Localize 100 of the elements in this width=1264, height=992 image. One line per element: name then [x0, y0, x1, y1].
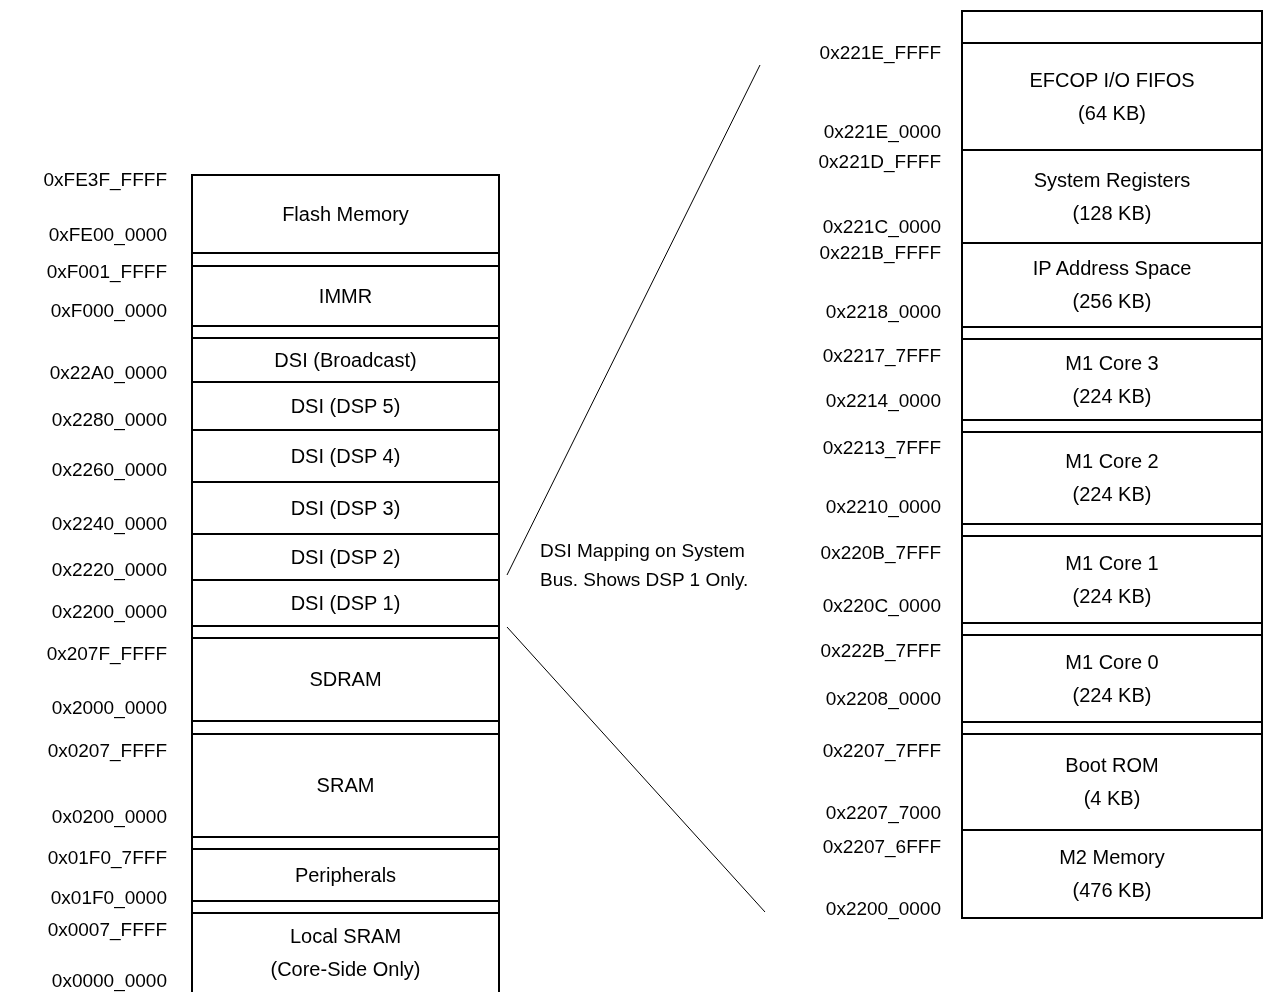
region-name: M1 Core 0 [1065, 649, 1159, 675]
region-name: M1 Core 2 [1065, 449, 1159, 474]
address-label: 0x0007_FFFF [47, 919, 167, 941]
memory-region [961, 535, 1263, 624]
memory-region [191, 637, 500, 722]
reserved-band [191, 625, 500, 639]
memory-region [961, 242, 1263, 328]
memory-region [961, 149, 1263, 244]
address-label: 0x222B_7FFF [820, 640, 941, 662]
address-label: 0x2220_0000 [51, 559, 167, 581]
memory-region [961, 634, 1263, 723]
address-label: 0x2200_0000 [51, 601, 167, 623]
address-label: 0x2210_0000 [825, 496, 941, 518]
reserved-band [961, 721, 1263, 735]
region-name: Peripherals [294, 862, 397, 888]
address-label: 0x2260_0000 [51, 459, 167, 481]
address-label: 0x220C_0000 [822, 595, 941, 617]
address-label: 0x2207_7FFF [822, 740, 941, 762]
memory-region [191, 265, 500, 327]
memory-region [191, 174, 500, 254]
region-name: Flash Memory [282, 201, 409, 227]
address-label: 0x220B_7FFF [820, 542, 941, 564]
memory-region [191, 912, 500, 992]
address-label: 0xFE3F_FFFF [43, 169, 167, 191]
address-label: 0x0000_0000 [51, 970, 167, 992]
region-size: (224 KB) [1072, 383, 1152, 409]
memory-region [191, 381, 500, 431]
memory-region [961, 733, 1263, 831]
region-name: M1 Core 3 [1065, 350, 1159, 376]
address-label: 0x2214_0000 [825, 390, 941, 412]
reserved-band [961, 419, 1263, 433]
address-label: 0x0200_0000 [51, 806, 167, 828]
address-label: 0x2218_0000 [825, 301, 941, 323]
region-size: (4 KB) [1083, 786, 1141, 811]
region-name: EFCOP I/O FIFOS [1029, 67, 1195, 93]
address-label: 0x2280_0000 [51, 409, 167, 431]
address-label: 0xF001_FFFF [46, 261, 167, 283]
address-label: 0x221E_0000 [823, 121, 941, 143]
memory-region [191, 533, 500, 581]
reserved-band [191, 252, 500, 267]
memory-region [961, 431, 1263, 525]
region-name: System Registers [1033, 167, 1191, 193]
note-text: DSI Mapping on System Bus. Shows DSP 1 Only. [540, 539, 750, 592]
region-name: Boot ROM [1065, 753, 1159, 778]
address-label: 0x2217_7FFF [822, 345, 941, 367]
region-name: SDRAM [309, 667, 382, 692]
reserved-band [961, 622, 1263, 636]
region-size: (64 KB) [1078, 100, 1146, 126]
region-size: (476 KB) [1072, 878, 1152, 903]
region-size: (224 KB) [1072, 682, 1152, 708]
region-name: DSI (DSP 4) [290, 443, 401, 469]
address-label: 0x0207_FFFF [47, 740, 167, 762]
address-label: 0x221D_FFFF [818, 151, 941, 173]
memory-region [191, 848, 500, 902]
region-name: M2 Memory [1059, 845, 1165, 870]
reserved-band [191, 900, 500, 914]
region-name: SRAM [316, 773, 375, 798]
memory-region [961, 338, 1263, 421]
region-name: DSI (DSP 2) [290, 544, 401, 570]
region-size: (256 KB) [1072, 289, 1152, 314]
address-label: 0x01F0_0000 [50, 887, 167, 909]
reserved-band [191, 325, 500, 339]
address-label: 0xF000_0000 [50, 300, 167, 322]
region-name: Local SRAM (Core-Side Only) [269, 924, 422, 982]
memory-region [191, 429, 500, 483]
memory-region [961, 829, 1263, 919]
region-size: (128 KB) [1072, 200, 1152, 226]
memory-region [191, 337, 500, 383]
region-name: M1 Core 1 [1065, 550, 1159, 576]
reserved-band [961, 523, 1263, 537]
address-label: 0x221C_0000 [822, 216, 941, 238]
region-name: DSI (Broadcast) [274, 347, 417, 373]
region-name: DSI (DSP 3) [290, 495, 401, 521]
reserved-band [961, 326, 1263, 340]
reserved-band [191, 836, 500, 850]
address-label: 0xFE00_0000 [48, 224, 167, 246]
region-size: (224 KB) [1072, 583, 1152, 609]
address-label: 0x2000_0000 [51, 697, 167, 719]
reserved-band [191, 720, 500, 735]
memory-region [191, 733, 500, 838]
address-label: 0x2207_6FFF [822, 836, 941, 858]
address-label: 0x22A0_0000 [49, 362, 167, 384]
memory-region [191, 579, 500, 627]
region-name: IMMR [318, 283, 373, 309]
address-label: 0x2208_0000 [825, 688, 941, 710]
address-label: 0x2207_7000 [825, 802, 941, 824]
address-label: 0x2213_7FFF [822, 437, 941, 459]
address-label: 0x221E_FFFF [819, 42, 941, 64]
address-label: 0x01F0_7FFF [47, 847, 167, 869]
region-name: IP Address Space [1032, 256, 1192, 281]
memory-region [191, 481, 500, 535]
memory-region [961, 42, 1263, 151]
region-name: DSI (DSP 5) [290, 393, 401, 419]
address-label: 0x221B_FFFF [819, 242, 941, 264]
address-label: 0x2200_0000 [825, 898, 941, 920]
reserved-band [961, 10, 1263, 44]
region-size: (224 KB) [1072, 482, 1152, 507]
address-label: 0x207F_FFFF [46, 643, 167, 665]
address-label: 0x2240_0000 [51, 513, 167, 535]
region-name: DSI (DSP 1) [290, 590, 401, 616]
